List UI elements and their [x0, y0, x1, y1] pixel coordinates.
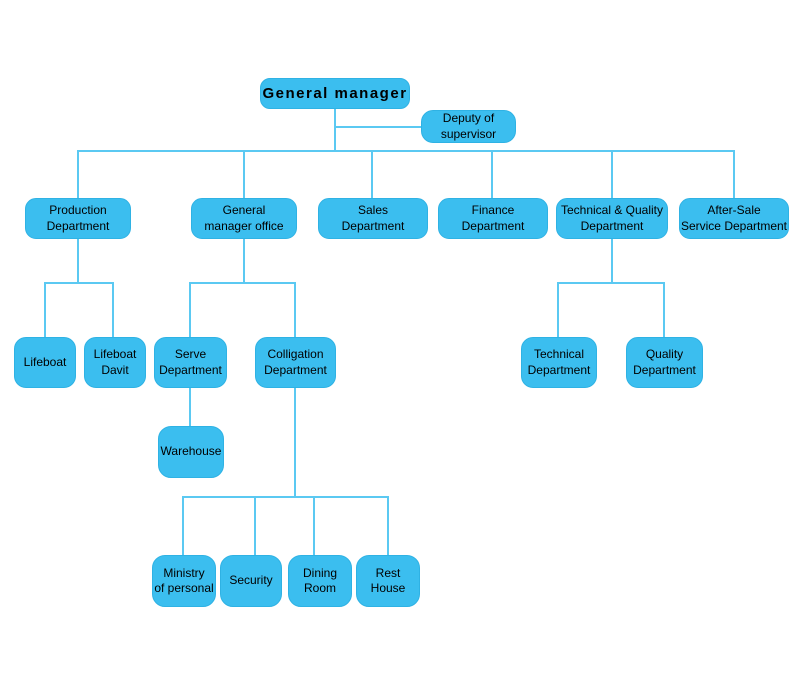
node-dining-room: Dining Room [288, 555, 352, 607]
node-warehouse-label: Warehouse [160, 444, 222, 459]
connector-drop-rest-house [387, 498, 389, 555]
node-dining-room-label: Dining Room [302, 565, 338, 595]
node-sales-department-label: Sales Department [341, 203, 405, 233]
node-quality-department: Quality Department [626, 337, 703, 388]
connector-drop-lifeboat [44, 284, 46, 337]
node-deputy-of-supervisor-label: Deputy of supervisor [440, 111, 497, 141]
connector-drop-dining-room [313, 498, 315, 555]
connector-drop-technical [557, 284, 559, 337]
node-security-label: Security [229, 573, 273, 588]
connector-drop-warehouse [189, 388, 191, 426]
connector-gm-office-rail [189, 282, 296, 284]
node-ministry-of-personal: Ministry of personal [152, 555, 216, 607]
connector-level2-rail [77, 150, 735, 152]
node-general-manager-label: General manager [262, 84, 408, 102]
node-technical-quality-department-label: Technical & Quality Department [560, 203, 664, 233]
node-rest-house-label: Rest House [370, 565, 406, 595]
node-quality-department-label: Quality Department [633, 347, 696, 377]
connector-drop-finance [491, 152, 493, 198]
connector-deputy-branch [334, 126, 421, 128]
node-finance-department: Finance Department [438, 198, 548, 239]
node-warehouse: Warehouse [158, 426, 224, 478]
node-security: Security [220, 555, 282, 607]
connector-production-down [77, 239, 79, 283]
connector-production-rail [44, 282, 114, 284]
node-serve-department-label: Serve Department [159, 347, 222, 377]
node-production-department-label: Production Department [46, 203, 110, 233]
node-lifeboat-label: Lifeboat [23, 354, 67, 369]
node-general-manager-office-label: General manager office [204, 203, 284, 233]
connector-drop-sales [371, 152, 373, 198]
node-lifeboat-davit-label: Lifeboat Davit [93, 347, 137, 377]
node-lifeboat: Lifeboat [14, 337, 76, 388]
node-lifeboat-davit: Lifeboat Davit [84, 337, 146, 388]
connector-drop-colligation [294, 284, 296, 337]
connector-drop-security [254, 498, 256, 555]
node-serve-department: Serve Department [154, 337, 227, 388]
node-production-department: Production Department [25, 198, 131, 239]
node-after-sale-service-department-label: After-Sale Service Department [680, 203, 788, 233]
node-general-manager: General manager [260, 78, 410, 109]
connector-drop-after-sale [733, 152, 735, 198]
connector-drop-production [77, 152, 79, 198]
node-colligation-department: Colligation Department [255, 337, 336, 388]
connector-drop-serve [189, 284, 191, 337]
node-technical-department-label: Technical Department [527, 347, 591, 377]
node-deputy-of-supervisor: Deputy of supervisor [421, 110, 516, 143]
connector-drop-quality [663, 284, 665, 337]
node-sales-department: Sales Department [318, 198, 428, 239]
node-finance-department-label: Finance Department [461, 203, 525, 233]
connector-drop-tech-quality [611, 152, 613, 198]
connector-colligation-rail [182, 496, 389, 498]
connector-drop-ministry [182, 498, 184, 555]
connector-drop-gm-office [243, 152, 245, 198]
node-ministry-of-personal-label: Ministry of personal [154, 565, 214, 595]
connector-drop-lifeboat-davit [112, 284, 114, 337]
node-technical-department: Technical Department [521, 337, 597, 388]
node-technical-quality-department: Technical & Quality Department [556, 198, 668, 239]
connector-gm-office-down [243, 239, 245, 283]
connector-colligation-down [294, 388, 296, 496]
node-after-sale-service-department: After-Sale Service Department [679, 198, 789, 239]
node-colligation-department-label: Colligation Department [264, 347, 327, 377]
node-rest-house: Rest House [356, 555, 420, 607]
connector-tech-quality-rail [557, 282, 665, 284]
node-general-manager-office: General manager office [191, 198, 297, 239]
connector-gm-down [334, 109, 336, 152]
connector-tech-quality-down [611, 239, 613, 283]
